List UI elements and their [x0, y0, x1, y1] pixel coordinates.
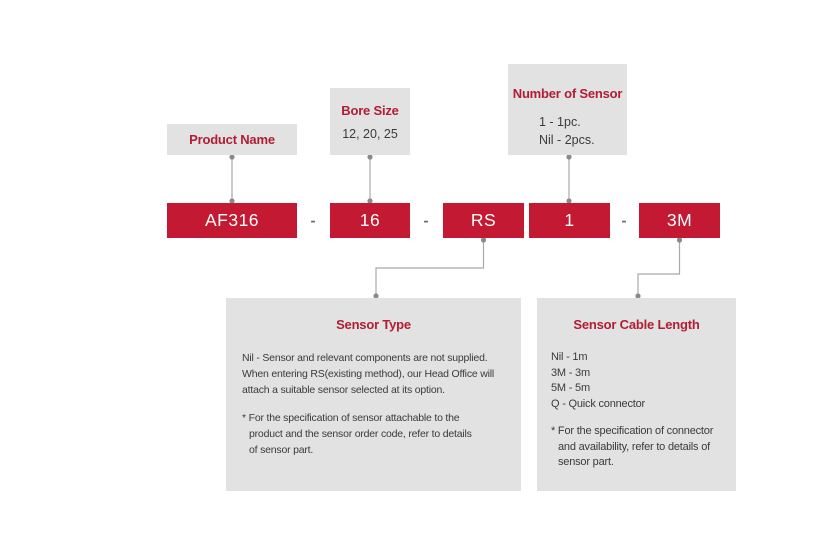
sensor-type-text-line: attach a suitable sensor selected at its…	[242, 384, 445, 396]
code-segment-bore-size: 16	[330, 203, 410, 238]
sensor-type-note-line: product and the sensor order code, refer…	[249, 428, 472, 440]
code-segment-cable-length: 3M	[639, 203, 720, 238]
cable-length-note-line: and availability, refer to details of	[558, 440, 710, 453]
cable-length-option: Nil - 1m	[551, 351, 588, 363]
sensor-type-title: Sensor Type	[336, 317, 411, 332]
connector-cable-length	[637, 240, 681, 296]
product-name-label-box: Product Name	[167, 124, 297, 155]
sensor-type-body: Nil - Sensor and relevant components are…	[242, 350, 521, 458]
number-of-sensor-title: Number of Sensor	[512, 86, 623, 101]
cable-length-note: * For the specification of connector and…	[551, 424, 736, 471]
sensor-type-note: * For the specification of sensor attach…	[242, 410, 521, 458]
cable-length-option: 3M - 3m	[551, 366, 590, 379]
sensor-cable-length-body: Nil - 1m 3M - 3m 5M - 5m Q - Quick conne…	[551, 350, 736, 471]
number-of-sensor-options: 1 - 1pc. Nil - 2pcs.	[539, 113, 627, 149]
sensor-cable-length-detail-box: Sensor Cable Length Nil - 1m 3M - 3m 5M …	[537, 298, 736, 491]
code-separator-dash: -	[423, 212, 429, 230]
sensor-type-detail-box: Sensor Type Nil - Sensor and relevant co…	[226, 298, 521, 491]
sensor-type-text-line: Nil - Sensor and relevant components are…	[242, 352, 488, 364]
code-separator-dash: -	[621, 212, 627, 230]
cable-length-note-line: sensor part.	[558, 456, 614, 468]
connector-sensor-type	[375, 240, 485, 296]
product-name-title: Product Name	[189, 132, 275, 147]
sensor-type-note-line: of sensor part.	[249, 444, 314, 456]
sensor-count-option: Nil - 2pcs.	[539, 133, 595, 147]
code-segment-number-of-sensor: 1	[529, 203, 610, 238]
bore-size-title: Bore Size	[341, 102, 399, 118]
number-of-sensor-label-box: Number of Sensor 1 - 1pc. Nil - 2pcs.	[508, 64, 627, 155]
cable-length-option: Q - Quick connector	[551, 397, 646, 410]
code-segment-sensor-type: RS	[443, 203, 524, 238]
bore-size-label-box: Bore Size 12, 20, 25	[330, 88, 410, 155]
bore-size-values: 12, 20, 25	[342, 126, 398, 141]
cable-length-note-line: * For the specification of connector	[551, 425, 714, 437]
cable-length-option: 5M - 5m	[551, 382, 590, 394]
sensor-type-text-line: When entering RS(existing method), our H…	[242, 368, 495, 380]
sensor-count-option: 1 - 1pc.	[539, 115, 581, 129]
sensor-cable-length-title: Sensor Cable Length	[573, 317, 700, 332]
code-segment-product-name: AF316	[167, 203, 297, 238]
code-separator-dash: -	[310, 212, 316, 230]
sensor-type-note-line: * For the specification of sensor attach…	[242, 412, 460, 424]
